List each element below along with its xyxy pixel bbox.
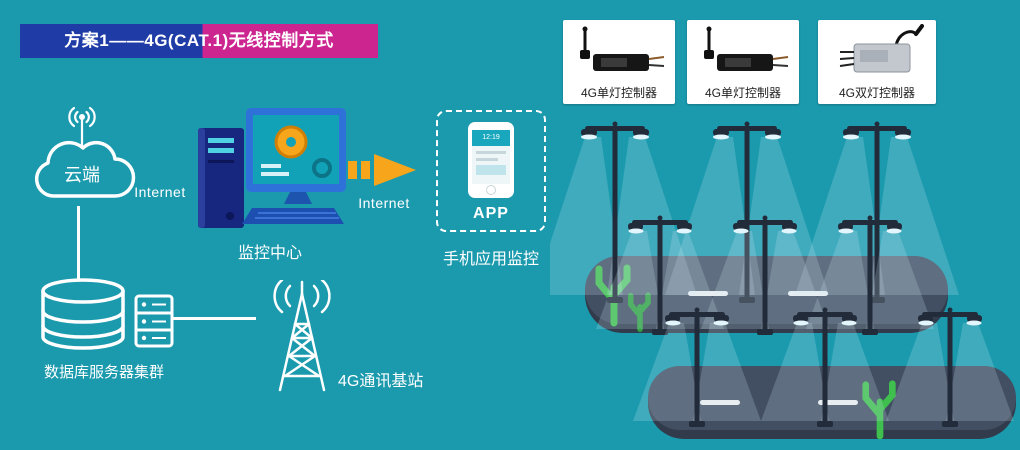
signal-tower-icon	[273, 278, 331, 392]
cloud-label: 云端	[64, 165, 100, 185]
signal-waves-icon	[273, 278, 331, 314]
phone-screen: 12:19	[472, 130, 510, 184]
base-station-node	[252, 278, 352, 396]
phone-icon: 12:19	[468, 122, 514, 198]
connector-database-tower	[172, 317, 256, 320]
controller-label: 4G单灯控制器	[580, 86, 657, 100]
monitor-center-label: 监控中心	[237, 245, 302, 262]
controller-card-1: 4G单灯控制器	[563, 20, 675, 104]
page-title: 方案1——4G(CAT.1)无线控制方式	[64, 31, 334, 50]
connector-cloud-database	[77, 206, 80, 280]
monitor-center-node	[192, 100, 350, 242]
database-node	[28, 276, 180, 362]
phone-line	[476, 158, 498, 161]
title-banner: 方案1——4G(CAT.1)无线控制方式	[20, 24, 378, 58]
dual-lamp-controller-icon	[839, 24, 924, 73]
single-lamp-controller-icon	[580, 26, 665, 71]
controller-card-2: 4G单灯控制器	[687, 20, 799, 104]
app-label: APP	[473, 205, 509, 222]
app-caption: 手机应用监控	[442, 251, 539, 268]
internet-label-right: Internet	[358, 195, 410, 211]
phone-app-block	[476, 165, 506, 175]
single-lamp-controller-icon	[704, 26, 789, 71]
computer-icon	[198, 108, 346, 228]
flow-arrow	[348, 148, 420, 192]
phone-time: 12:19	[472, 130, 510, 146]
phone-line	[476, 151, 506, 154]
internet-label-left: Internet	[134, 184, 186, 200]
cloud-icon	[34, 106, 136, 198]
arrow-right-icon	[348, 154, 416, 186]
street-lighting-scene	[550, 121, 1016, 450]
database-label: 数据库服务器集群	[43, 364, 164, 381]
app-panel: 12:19 APP	[436, 110, 546, 232]
base-station-label: 4G通讯基站	[338, 373, 424, 390]
phone-home-button	[486, 185, 496, 195]
controller-card-3: 4G双灯控制器	[818, 20, 936, 104]
database-icon	[41, 278, 174, 350]
controller-label: 4G单灯控制器	[704, 86, 781, 100]
controller-label: 4G双灯控制器	[838, 86, 915, 100]
cloud-node: 云端	[22, 104, 142, 208]
